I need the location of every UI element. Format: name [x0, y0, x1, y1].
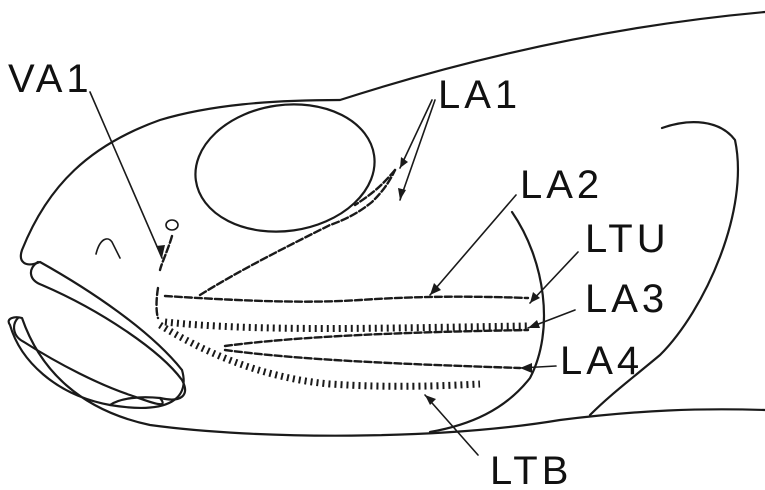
label-la4: LA4: [560, 339, 643, 383]
eye: [187, 93, 383, 243]
pointer-la1-b: [400, 100, 435, 200]
anterior-nostril: [96, 239, 120, 258]
canal-ltu: [165, 322, 528, 329]
arrowhead-la1-b: [398, 188, 406, 200]
label-la1: LA1: [438, 73, 521, 117]
lower-jaw: [14, 318, 163, 404]
arrowhead-la3: [528, 320, 540, 328]
pointer-ltb: [425, 395, 478, 455]
canal-ltb: [160, 325, 480, 386]
pointer-la1-a: [400, 100, 432, 168]
label-ltu: LTU: [585, 217, 670, 261]
label-la3: LA3: [585, 277, 668, 321]
pointer-ltu: [530, 252, 578, 303]
preopercle: [430, 212, 544, 432]
canal-la2: [165, 296, 528, 302]
canal-la4: [225, 350, 520, 368]
pointer-va1: [90, 92, 162, 258]
label-va1: VA1: [8, 57, 93, 101]
pointer-la2: [430, 195, 516, 295]
canal-la3: [225, 330, 528, 346]
posterior-nostril: [166, 220, 178, 230]
arrowhead-la4: [520, 363, 532, 373]
label-ltb: LTB: [490, 449, 572, 490]
canal-va1-lower: [157, 288, 159, 318]
arrowhead-ltb: [425, 395, 436, 405]
label-la2: LA2: [520, 163, 603, 207]
